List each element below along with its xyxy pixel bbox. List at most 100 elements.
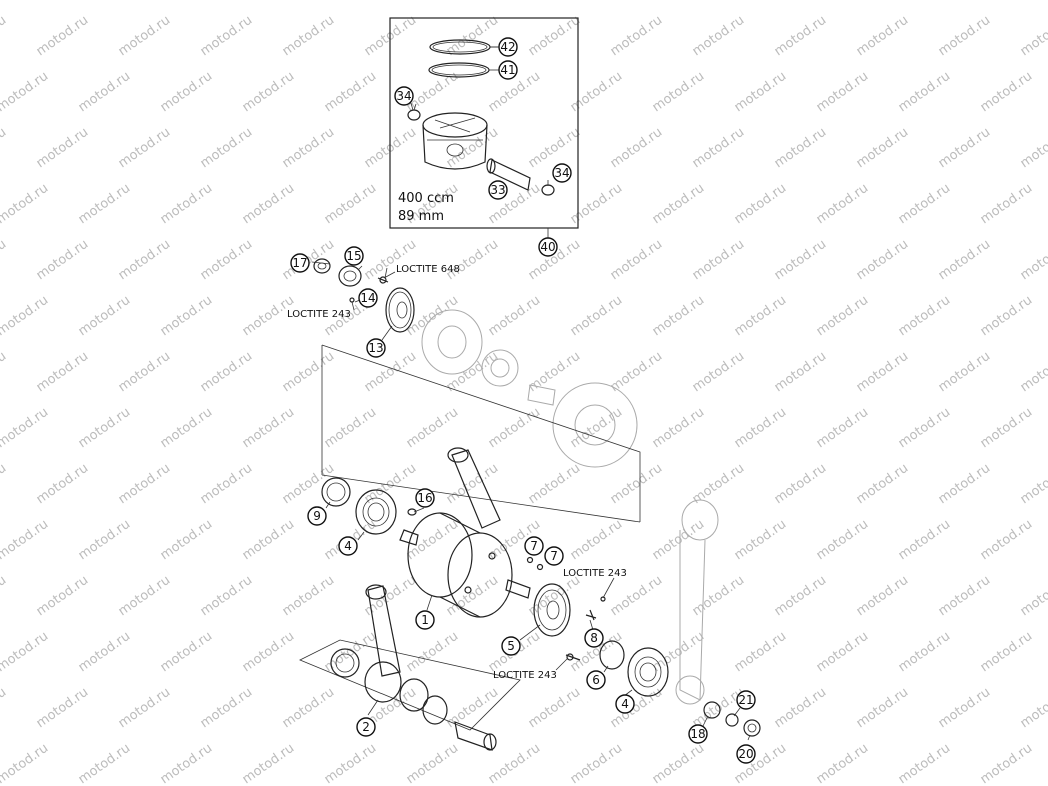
loctite-label-4: LOCTITE 243 (493, 670, 557, 681)
watermark-text: motod.ru (34, 349, 91, 395)
piston-displacement: 400 ccm (398, 191, 454, 206)
watermark-text: motod.ru (116, 461, 173, 507)
watermark-text: motod.ru (978, 405, 1035, 451)
piston-kit-frame (389, 17, 579, 229)
watermark-text: motod.ru (978, 629, 1035, 675)
watermark-text: motod.ru (896, 405, 953, 451)
callout-1: 1 (415, 610, 435, 630)
watermark-text: motod.ru (608, 237, 665, 283)
watermark-text: motod.ru (280, 685, 337, 731)
balancer-shaft-parts (313, 258, 638, 468)
watermark-text: motod.ru (1018, 237, 1048, 283)
watermark-text: motod.ru (116, 13, 173, 59)
svg-text:33: 33 (490, 183, 505, 197)
watermark-text: motod.ru (404, 741, 461, 786)
watermark-text: motod.ru (526, 461, 583, 507)
crank-gear (533, 583, 571, 637)
svg-text:20: 20 (738, 747, 753, 761)
watermark-text: motod.ru (608, 461, 665, 507)
watermark-text: motod.ru (76, 181, 133, 227)
washer-18 (703, 701, 721, 719)
watermark-text: motod.ru (690, 573, 747, 619)
watermark-text: motod.ru (568, 293, 625, 339)
svg-text:41: 41 (500, 63, 515, 77)
watermark-text: motod.ru (76, 517, 133, 563)
piston (422, 112, 488, 170)
watermark-text: motod.ru (240, 181, 297, 227)
watermark-text: motod.ru (690, 685, 747, 731)
connecting-rod-kit (299, 584, 521, 751)
watermark-text: motod.ru (896, 629, 953, 675)
watermark-text: motod.ru (198, 13, 255, 59)
svg-text:7: 7 (550, 549, 558, 563)
thrust-washer-left (330, 648, 360, 678)
watermark-text: motod.ru (1018, 461, 1048, 507)
watermark-text: motod.ru (978, 293, 1035, 339)
bearing-small (313, 258, 331, 274)
watermark-text: motod.ru (198, 237, 255, 283)
svg-text:40: 40 (540, 240, 555, 254)
connecting-rod-main (451, 449, 501, 529)
callout-20: 20 (736, 744, 756, 764)
svg-text:16: 16 (417, 491, 432, 505)
watermark-text: motod.ru (526, 685, 583, 731)
watermark-text: motod.ru (198, 685, 255, 731)
svg-text:4: 4 (621, 697, 629, 711)
svg-text:4: 4 (344, 539, 352, 553)
callout-34-left: 34 (394, 86, 414, 106)
watermark-text: motod.ru (650, 405, 707, 451)
callout-7a: 7 (524, 536, 544, 556)
ghost-needle-bearing (527, 384, 556, 406)
circlip-right (541, 184, 555, 196)
screw-8 (585, 609, 597, 621)
bearing-15 (338, 265, 362, 287)
watermark-text: motod.ru (772, 13, 829, 59)
watermark-text: motod.ru (76, 69, 133, 115)
watermark-text: motod.ru (444, 125, 501, 171)
watermark-text: motod.ru (116, 349, 173, 395)
svg-text:9: 9 (313, 509, 321, 523)
watermark-text: motod.ru (362, 237, 419, 283)
watermark-text: motod.ru (76, 741, 133, 786)
balancer-gear (385, 287, 415, 333)
watermark-text: motod.ru (690, 125, 747, 171)
watermark-text: motod.ru (978, 517, 1035, 563)
callout-18: 18 (688, 724, 708, 744)
thrust-washer-right (422, 695, 448, 725)
watermark-text: motod.ru (936, 461, 993, 507)
watermark-text: motod.ru (568, 181, 625, 227)
watermark-text: motod.ru (240, 405, 297, 451)
callout-5: 5 (501, 636, 521, 656)
watermark-text: motod.ru (772, 237, 829, 283)
svg-text:15: 15 (346, 249, 361, 263)
watermark-text: motod.ru (732, 517, 789, 563)
ghost-sprocket (681, 499, 719, 541)
watermark-text: motod.ru (444, 237, 501, 283)
piston-bore: 89 mm (398, 209, 444, 224)
callout-group: 42 41 34 34 33 40 17 15 14 13 9 16 4 7 7… (290, 37, 756, 764)
watermark-text: motod.ru (76, 293, 133, 339)
crank-web-right (447, 532, 513, 618)
watermark-text: motod.ru (568, 517, 625, 563)
watermark-text: motod.ru (608, 125, 665, 171)
nut-20 (743, 719, 761, 737)
watermark-text: motod.ru (280, 13, 337, 59)
watermark-text: motod.ru (198, 349, 255, 395)
watermark-text: motod.ru (896, 741, 953, 786)
watermark-text: motod.ru (1018, 125, 1048, 171)
watermark-text: motod.ru (650, 741, 707, 786)
watermark-text: motod.ru (1018, 349, 1048, 395)
watermark-text: motod.ru (814, 69, 871, 115)
watermark-text: motod.ru (732, 293, 789, 339)
washer-21 (725, 713, 739, 727)
watermark-text: motod.ru (34, 237, 91, 283)
watermark-text: motod.ru (854, 461, 911, 507)
watermark-text: motod.ru (444, 349, 501, 395)
watermark-text: motod.ru (116, 685, 173, 731)
watermark-text: motod.ru (240, 741, 297, 786)
needle-bearing (399, 678, 429, 712)
watermark-text: motod.ru (0, 629, 51, 675)
conrod-kit-frame (299, 639, 521, 731)
watermark-text: motod.ru (240, 69, 297, 115)
callout-21: 21 (736, 690, 756, 710)
